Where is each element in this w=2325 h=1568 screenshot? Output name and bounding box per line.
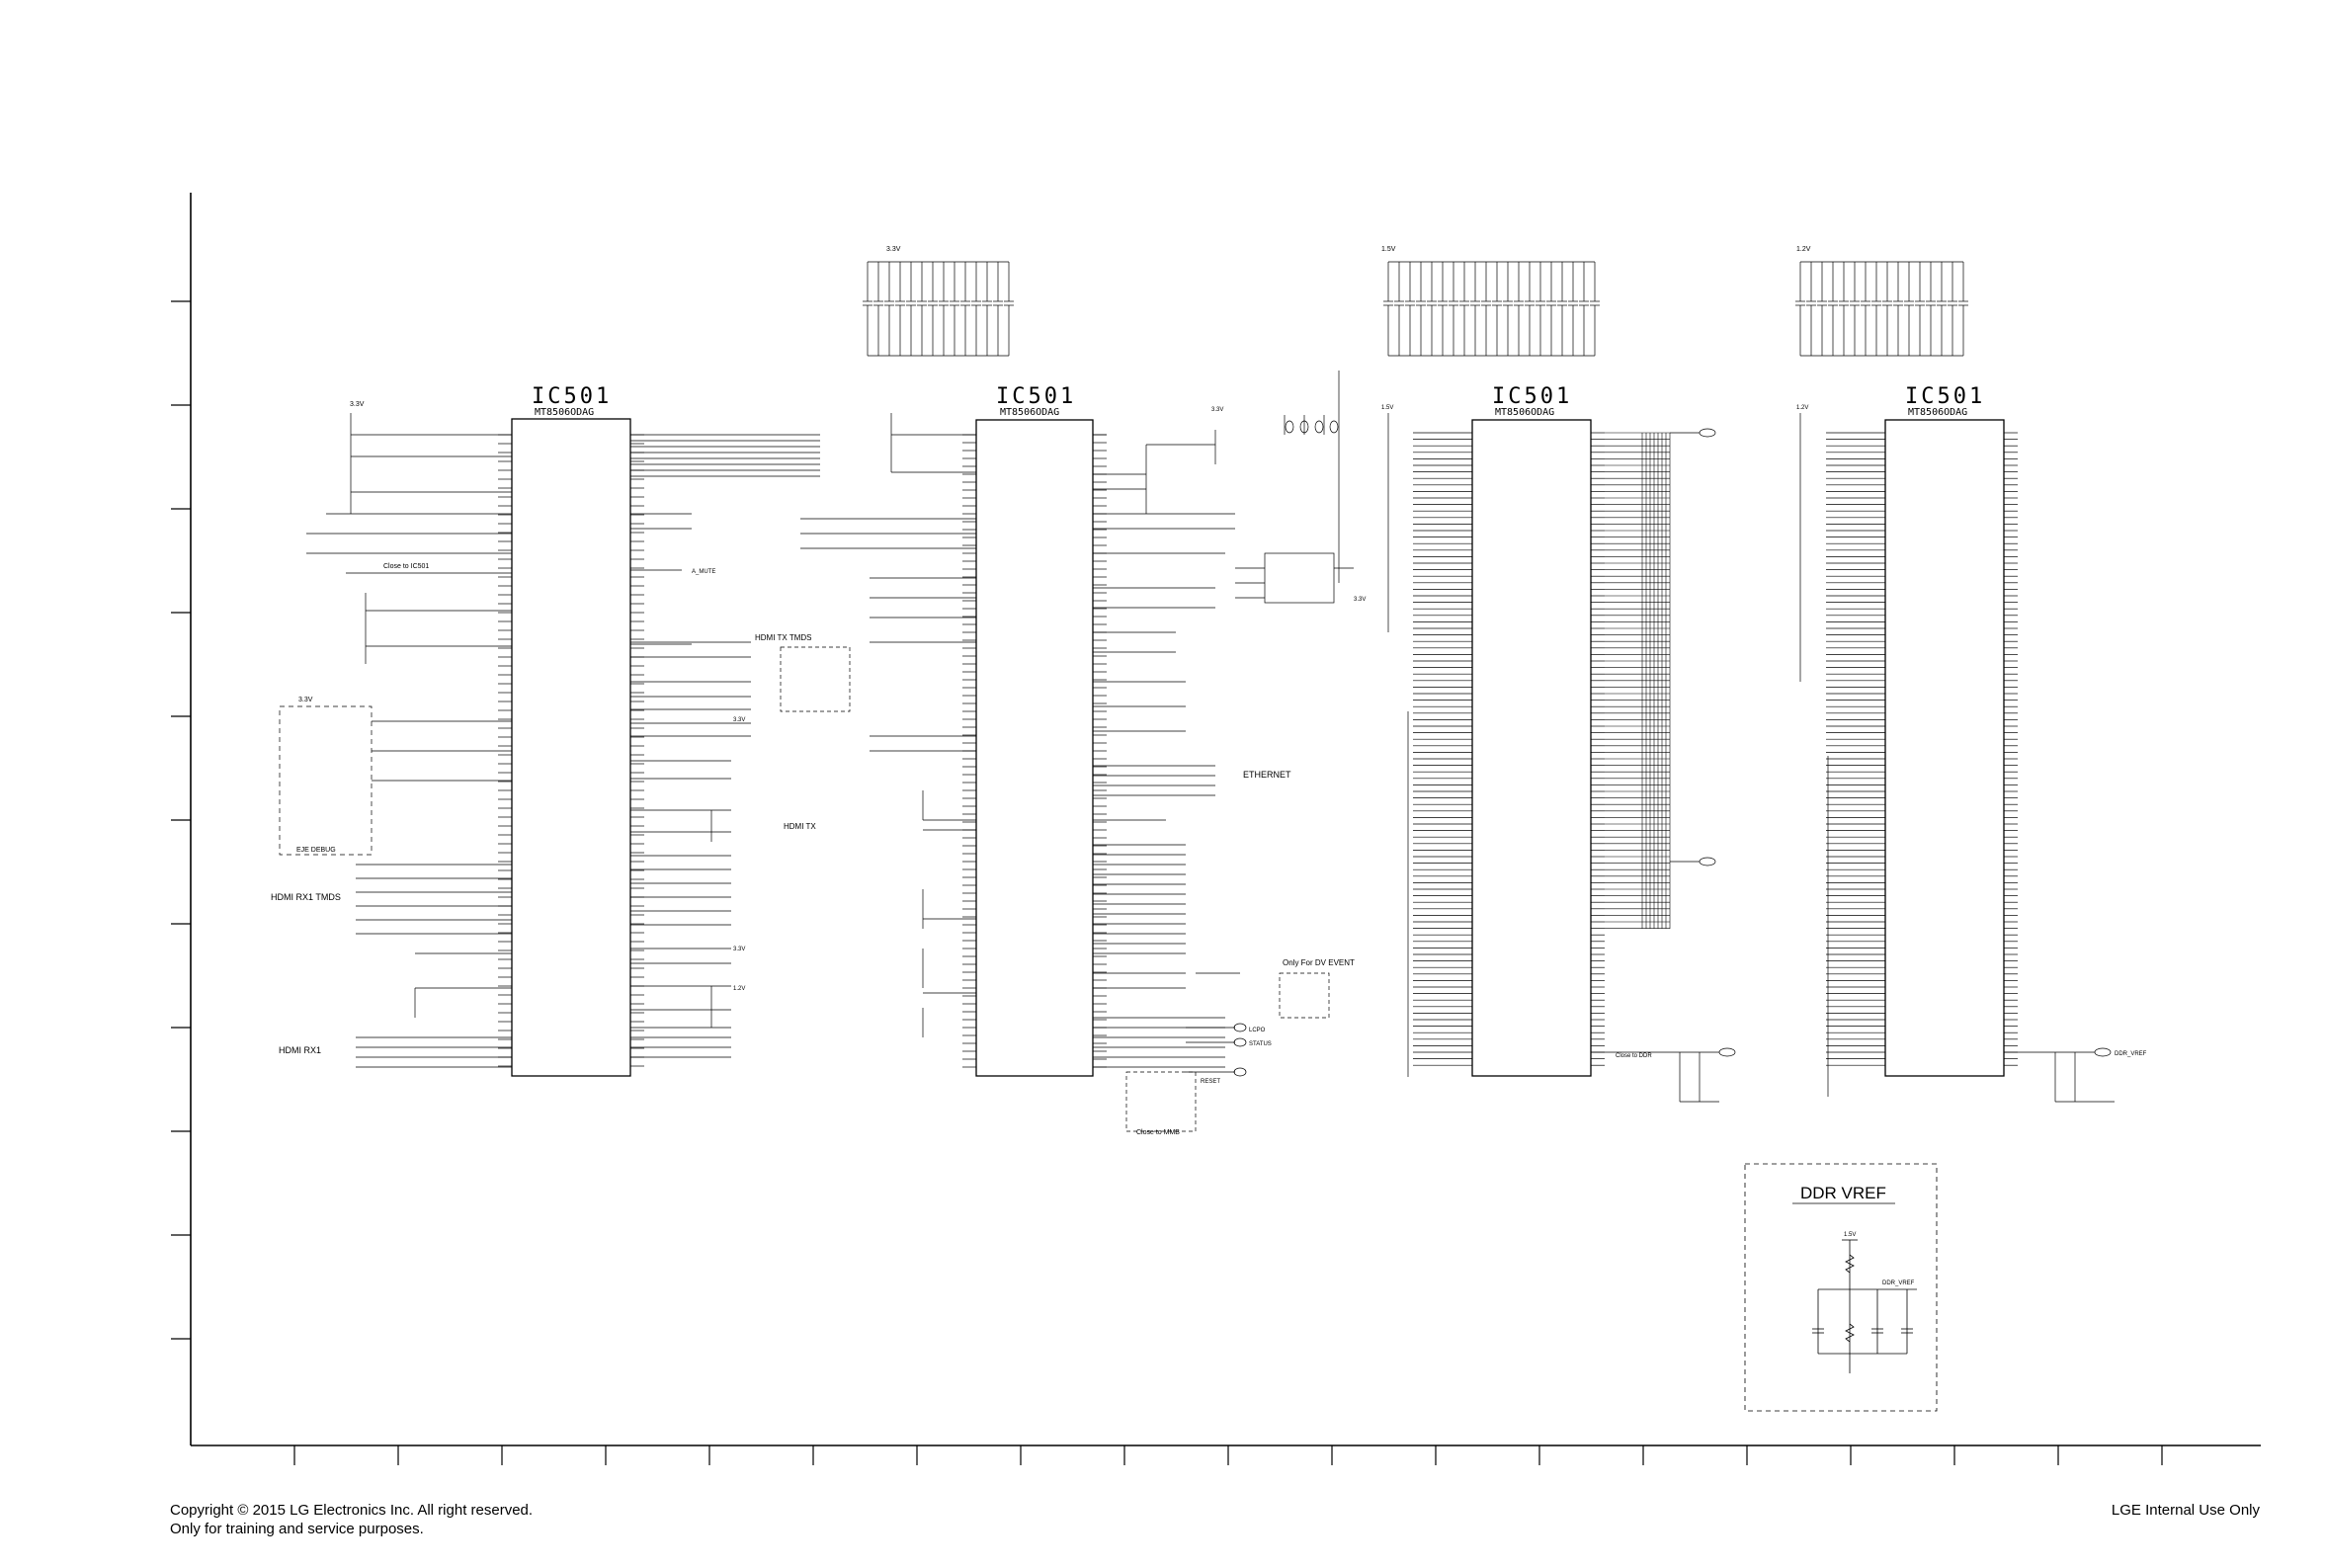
ic501-part-2: MT8506ODAG xyxy=(1000,407,1059,418)
hdmi-rx1-label: HDMI RX1 xyxy=(279,1045,321,1055)
close-to-ic501-label: Close to IC501 xyxy=(383,563,429,570)
internal-use-notice: LGE Internal Use Only xyxy=(2111,1502,2260,1519)
rail-label-12: 1.2V xyxy=(1796,405,1808,411)
ddr-vref-signal-label: DDR_VREF xyxy=(2115,1051,2147,1057)
a-mute-label: A_MUTE xyxy=(692,569,715,575)
copyright-line: Copyright © 2015 LG Electronics Inc. All… xyxy=(170,1502,534,1519)
ic501-ref-4: IC501 xyxy=(1905,384,1985,409)
ic501-part-1: MT8506ODAG xyxy=(535,407,594,418)
ic501-block-3: 1.5V IC501 MT8506ODAG Close to DDR 1.5V xyxy=(1381,246,1736,1103)
ddr-vref-title: DDR VREF xyxy=(1800,1184,1886,1202)
ic501-4-right-pins xyxy=(2004,432,2018,1066)
hdmi-tx-tmds-label: HDMI TX TMDS xyxy=(755,633,811,642)
hdmi-rx1-tmds-label: HDMI RX1 TMDS xyxy=(271,892,341,902)
bottom-border-ticks xyxy=(293,1445,2163,1465)
sheet-frame xyxy=(190,193,2261,1446)
reset-label: RESET xyxy=(1201,1079,1220,1085)
rail-label-6: 3.3V xyxy=(886,246,901,253)
ic501-block-1: IC501 MT8506ODAG xyxy=(271,384,820,1077)
ic501-part-3: MT8506ODAG xyxy=(1495,407,1554,418)
decoupling-caps-4 xyxy=(1795,261,1968,357)
rail-label-5: 1.2V xyxy=(733,986,745,992)
rail-label-11: 1.2V xyxy=(1796,246,1811,253)
dv-event-label: Only For DV EVENT xyxy=(1283,958,1355,967)
decoupling-caps-3 xyxy=(1383,261,1600,357)
eje-debug-label: EJE DEBUG xyxy=(296,847,336,854)
decoupling-caps-2 xyxy=(863,261,1014,357)
ic501-block-4: 1.2V IC501 MT8506ODAG DDR_VREF 1.2V xyxy=(1795,246,2147,1103)
close-to-ddr-label: Close to DDR xyxy=(1616,1053,1652,1059)
ic501-body-3 xyxy=(1471,419,1592,1077)
ic501-3-right-pins xyxy=(1591,432,1605,1066)
rail-label-1: 3.3V xyxy=(350,401,365,408)
training-purpose-line: Only for training and service purposes. xyxy=(170,1521,424,1537)
ethernet-label: ETHERNET xyxy=(1243,770,1291,780)
rail-label-9: 1.5V xyxy=(1381,246,1396,253)
ddr-vref-out-label: DDR_VREF xyxy=(1882,1280,1915,1286)
rail-label-13: 1.5V xyxy=(1844,1232,1856,1238)
ic501-2-right-pins xyxy=(1093,434,1107,1068)
ic501-2-left-pins xyxy=(962,434,976,1068)
rail-label-7: 3.3V xyxy=(1211,407,1223,413)
ic501-1-left-pins xyxy=(498,434,512,1067)
ic501-1-right-pins xyxy=(630,434,644,1067)
ic501-ref-2: IC501 xyxy=(996,384,1076,409)
lcpo-label: LCPO xyxy=(1249,1028,1266,1033)
ic501-3-left-pins xyxy=(1413,432,1472,1066)
ic501-body-2 xyxy=(975,419,1094,1077)
rail-label-2: 3.3V xyxy=(298,697,313,703)
rail-label-8: 3.3V xyxy=(1354,597,1366,603)
ic501-body-4 xyxy=(1884,419,2005,1077)
ddr-bus-3 xyxy=(1605,432,1671,929)
copyright-notice: Copyright © 2015 LG Electronics Inc. All… xyxy=(170,1501,533,1538)
status-label: STATUS xyxy=(1249,1041,1272,1047)
close-to-mmb-label: Close to MMB xyxy=(1136,1129,1180,1136)
ic501-ref-1: IC501 xyxy=(532,384,612,409)
ic501-block-2: 3.3V IC501 MT8506ODAG xyxy=(780,246,1366,1136)
ddr-vref-box: DDR VREF 1.5V DDR_VREF xyxy=(1744,1163,1938,1412)
rail-label-10: 1.5V xyxy=(1381,405,1393,411)
ic501-ref-3: IC501 xyxy=(1492,384,1572,409)
hdmi-tx-label: HDMI TX xyxy=(784,822,816,831)
ic501-body-1 xyxy=(511,418,631,1077)
ic501-part-4: MT8506ODAG xyxy=(1908,407,1967,418)
ic501-4-left-pins xyxy=(1826,432,1885,1066)
left-border-ticks xyxy=(171,300,191,1340)
rail-label-3: 3.3V xyxy=(733,717,745,723)
rail-label-4: 3.3V xyxy=(733,947,745,952)
